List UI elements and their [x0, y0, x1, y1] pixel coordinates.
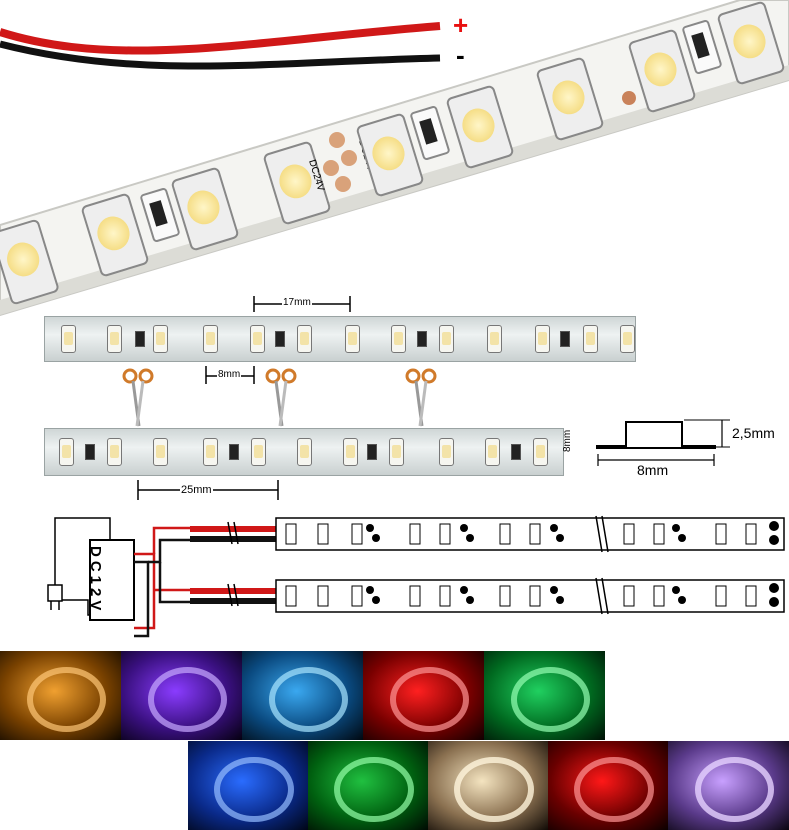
color-photo-warm-white	[428, 741, 548, 830]
power-plug-icon	[47, 584, 63, 610]
cut-gap-label: 8mm	[217, 369, 242, 380]
strip-led	[345, 325, 360, 353]
scissors-icon	[265, 368, 297, 427]
wiring-diagram	[47, 515, 785, 638]
strip-resistor	[367, 444, 377, 460]
segment-pitch-label: 17mm	[282, 297, 312, 308]
strip-resistor	[275, 331, 285, 347]
strip-led	[59, 438, 74, 466]
strip-led	[343, 438, 358, 466]
strip-led	[439, 438, 454, 466]
cut-pads	[323, 132, 357, 192]
black-wire	[0, 40, 441, 70]
profile-width-label: 8mm	[637, 462, 669, 478]
plus-label: +	[453, 10, 469, 40]
strip-led	[297, 438, 312, 466]
color-photo-green	[484, 651, 605, 740]
strip-resistor	[85, 444, 95, 460]
strip-led	[533, 438, 548, 466]
strip-led	[251, 438, 266, 466]
color-photo-red	[363, 651, 484, 740]
strip-led	[61, 325, 76, 353]
strip-led	[535, 325, 550, 353]
color-row-1	[0, 651, 605, 740]
strip-resistor	[417, 331, 427, 347]
strip-led	[107, 438, 122, 466]
strip-led	[153, 325, 168, 353]
power-supply-label: DC12V	[87, 546, 104, 615]
color-photo-lavender	[668, 741, 789, 830]
minus-label: -	[456, 40, 465, 70]
strip-width-label: 8mm	[562, 429, 573, 452]
top-closeup: DC24V DC24V + -	[0, 0, 789, 320]
power-supply-box	[89, 539, 135, 621]
strip-segment-bottom	[44, 428, 564, 476]
strip-led	[297, 325, 312, 353]
scissors-icon	[405, 368, 437, 427]
profile-cross-section	[596, 419, 730, 466]
strip-resistor	[560, 331, 570, 347]
strip-led	[389, 438, 404, 466]
profile-height-label: 2,5mm	[732, 425, 775, 441]
color-photo-warm	[0, 651, 121, 740]
strip-led	[583, 325, 598, 353]
color-photo-purple	[121, 651, 242, 740]
color-photo-cyan	[242, 651, 363, 740]
strip-led	[107, 325, 122, 353]
strip-led	[485, 438, 500, 466]
color-photo-blue	[188, 741, 308, 830]
strip-resistor	[135, 331, 145, 347]
color-photo-red-2	[548, 741, 668, 830]
strip-led	[391, 325, 406, 353]
solder-dot	[622, 91, 636, 105]
strip-segment-top	[44, 316, 636, 362]
color-row-2	[188, 741, 789, 830]
red-wire	[0, 22, 441, 55]
strip-led	[487, 325, 502, 353]
strip-resistor	[229, 444, 239, 460]
strip-led	[203, 325, 218, 353]
strip-led	[250, 325, 265, 353]
scissors-icon	[122, 368, 154, 427]
strip-led	[620, 325, 635, 353]
cut-length-label: 25mm	[180, 484, 213, 496]
strip-led	[439, 325, 454, 353]
color-photo-green-2	[308, 741, 428, 830]
strip-led	[203, 438, 218, 466]
strip-resistor	[511, 444, 521, 460]
strip-led	[153, 438, 168, 466]
